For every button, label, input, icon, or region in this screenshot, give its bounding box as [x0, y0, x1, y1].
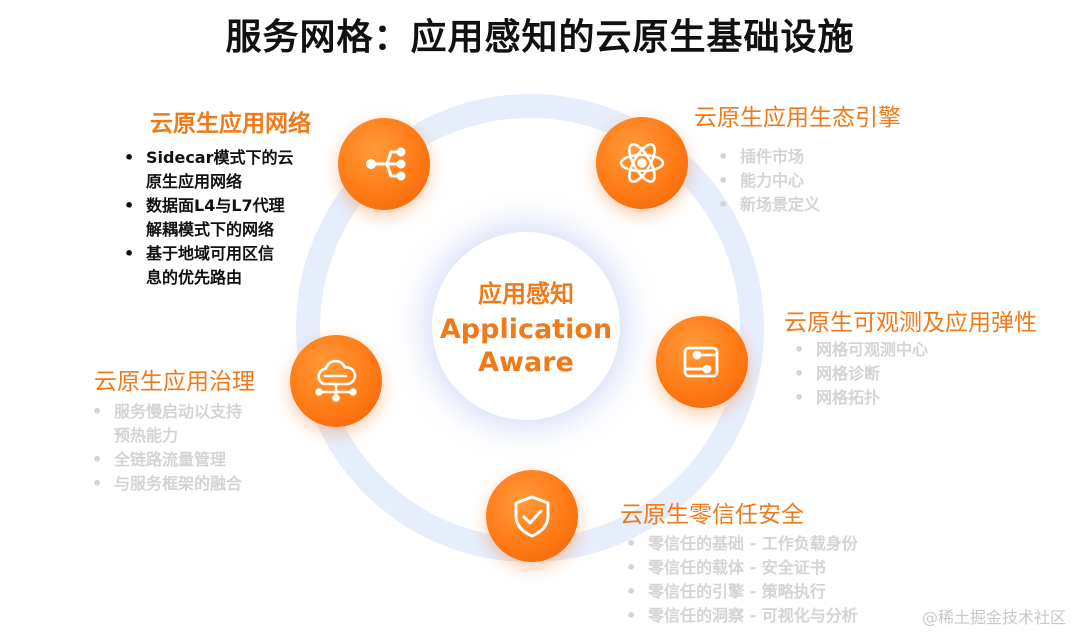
ecosystem-heading: 云原生应用生态引擎 — [694, 105, 901, 131]
network-node — [338, 118, 430, 210]
governance-item: 与服务框架的融合 — [88, 472, 242, 496]
network-item-line: 基于地域可用区信 — [146, 244, 275, 263]
center-circle: 应用感知 Application Aware — [432, 232, 620, 420]
ecosystem-item: 能力中心 — [714, 169, 820, 193]
security-item: 零信任的洞察 - 可视化与分析 — [622, 604, 858, 628]
governance-item: 全链路流量管理 — [88, 448, 242, 472]
network-item-line: 数据面L4与L7代理 — [146, 196, 285, 215]
network-item: 数据面L4与L7代理 解耦模式下的网络 — [120, 194, 294, 242]
observability-item: 网格可观测中心 — [790, 338, 928, 362]
flow-nodes-icon — [683, 346, 719, 378]
network-item-line: Sidecar模式下的云 — [146, 148, 294, 167]
network-item-line: 原生应用网络 — [146, 172, 243, 191]
atom-icon — [619, 143, 665, 183]
security-item-list: 零信任的基础 - 工作负载身份 零信任的载体 - 安全证书 零信任的引擎 - 策… — [622, 532, 858, 628]
network-item-list: Sidecar模式下的云 原生应用网络 数据面L4与L7代理 解耦模式下的网络 … — [120, 146, 294, 290]
observability-item-list: 网格可观测中心 网格诊断 网格拓扑 — [790, 338, 928, 410]
page-title: 服务网格：应用感知的云原生基础设施 — [225, 17, 855, 58]
network-item: 基于地域可用区信 息的优先路由 — [120, 242, 294, 290]
shield-check-icon — [514, 495, 550, 538]
ecosystem-item-list: 插件市场 能力中心 新场景定义 — [714, 145, 820, 217]
ecosystem-item: 新场景定义 — [714, 193, 820, 217]
observability-item: 网格诊断 — [790, 362, 928, 386]
governance-heading: 云原生应用治理 — [94, 369, 255, 395]
observability-heading: 云原生可观测及应用弹性 — [784, 310, 1037, 336]
network-item-line: 息的优先路由 — [146, 268, 243, 287]
network-heading: 云原生应用网络 — [150, 111, 311, 137]
share-nodes-icon — [366, 147, 406, 181]
watermark: @稀土掘金技术社区 — [921, 608, 1066, 627]
observability-item: 网格拓扑 — [790, 386, 928, 410]
center-label-cn: 应用感知 — [478, 279, 574, 308]
governance-item-list: 服务慢启动以支持 预热能力 全链路流量管理 与服务框架的融合 — [88, 400, 242, 496]
network-item-line: 解耦模式下的网络 — [146, 220, 275, 239]
security-heading: 云原生零信任安全 — [620, 502, 804, 528]
center-label-en-line2: Aware — [478, 346, 574, 378]
governance-item-line: 预热能力 — [114, 426, 179, 445]
security-item: 零信任的载体 - 安全证书 — [622, 556, 858, 580]
ecosystem-item: 插件市场 — [714, 145, 820, 169]
observability-node — [656, 316, 748, 408]
center-label-en: Application Aware — [440, 313, 612, 379]
center-label-en-line1: Application — [439, 313, 613, 345]
governance-item: 服务慢启动以支持 预热能力 — [88, 400, 242, 448]
governance-node — [290, 335, 382, 427]
governance-item-line: 服务慢启动以支持 — [114, 402, 243, 421]
cloud-network-icon — [315, 359, 357, 402]
security-item: 零信任的基础 - 工作负载身份 — [622, 532, 858, 556]
security-item: 零信任的引擎 - 策略执行 — [622, 580, 858, 604]
ecosystem-node — [596, 117, 688, 209]
security-node — [486, 470, 578, 562]
network-item: Sidecar模式下的云 原生应用网络 — [120, 146, 294, 194]
